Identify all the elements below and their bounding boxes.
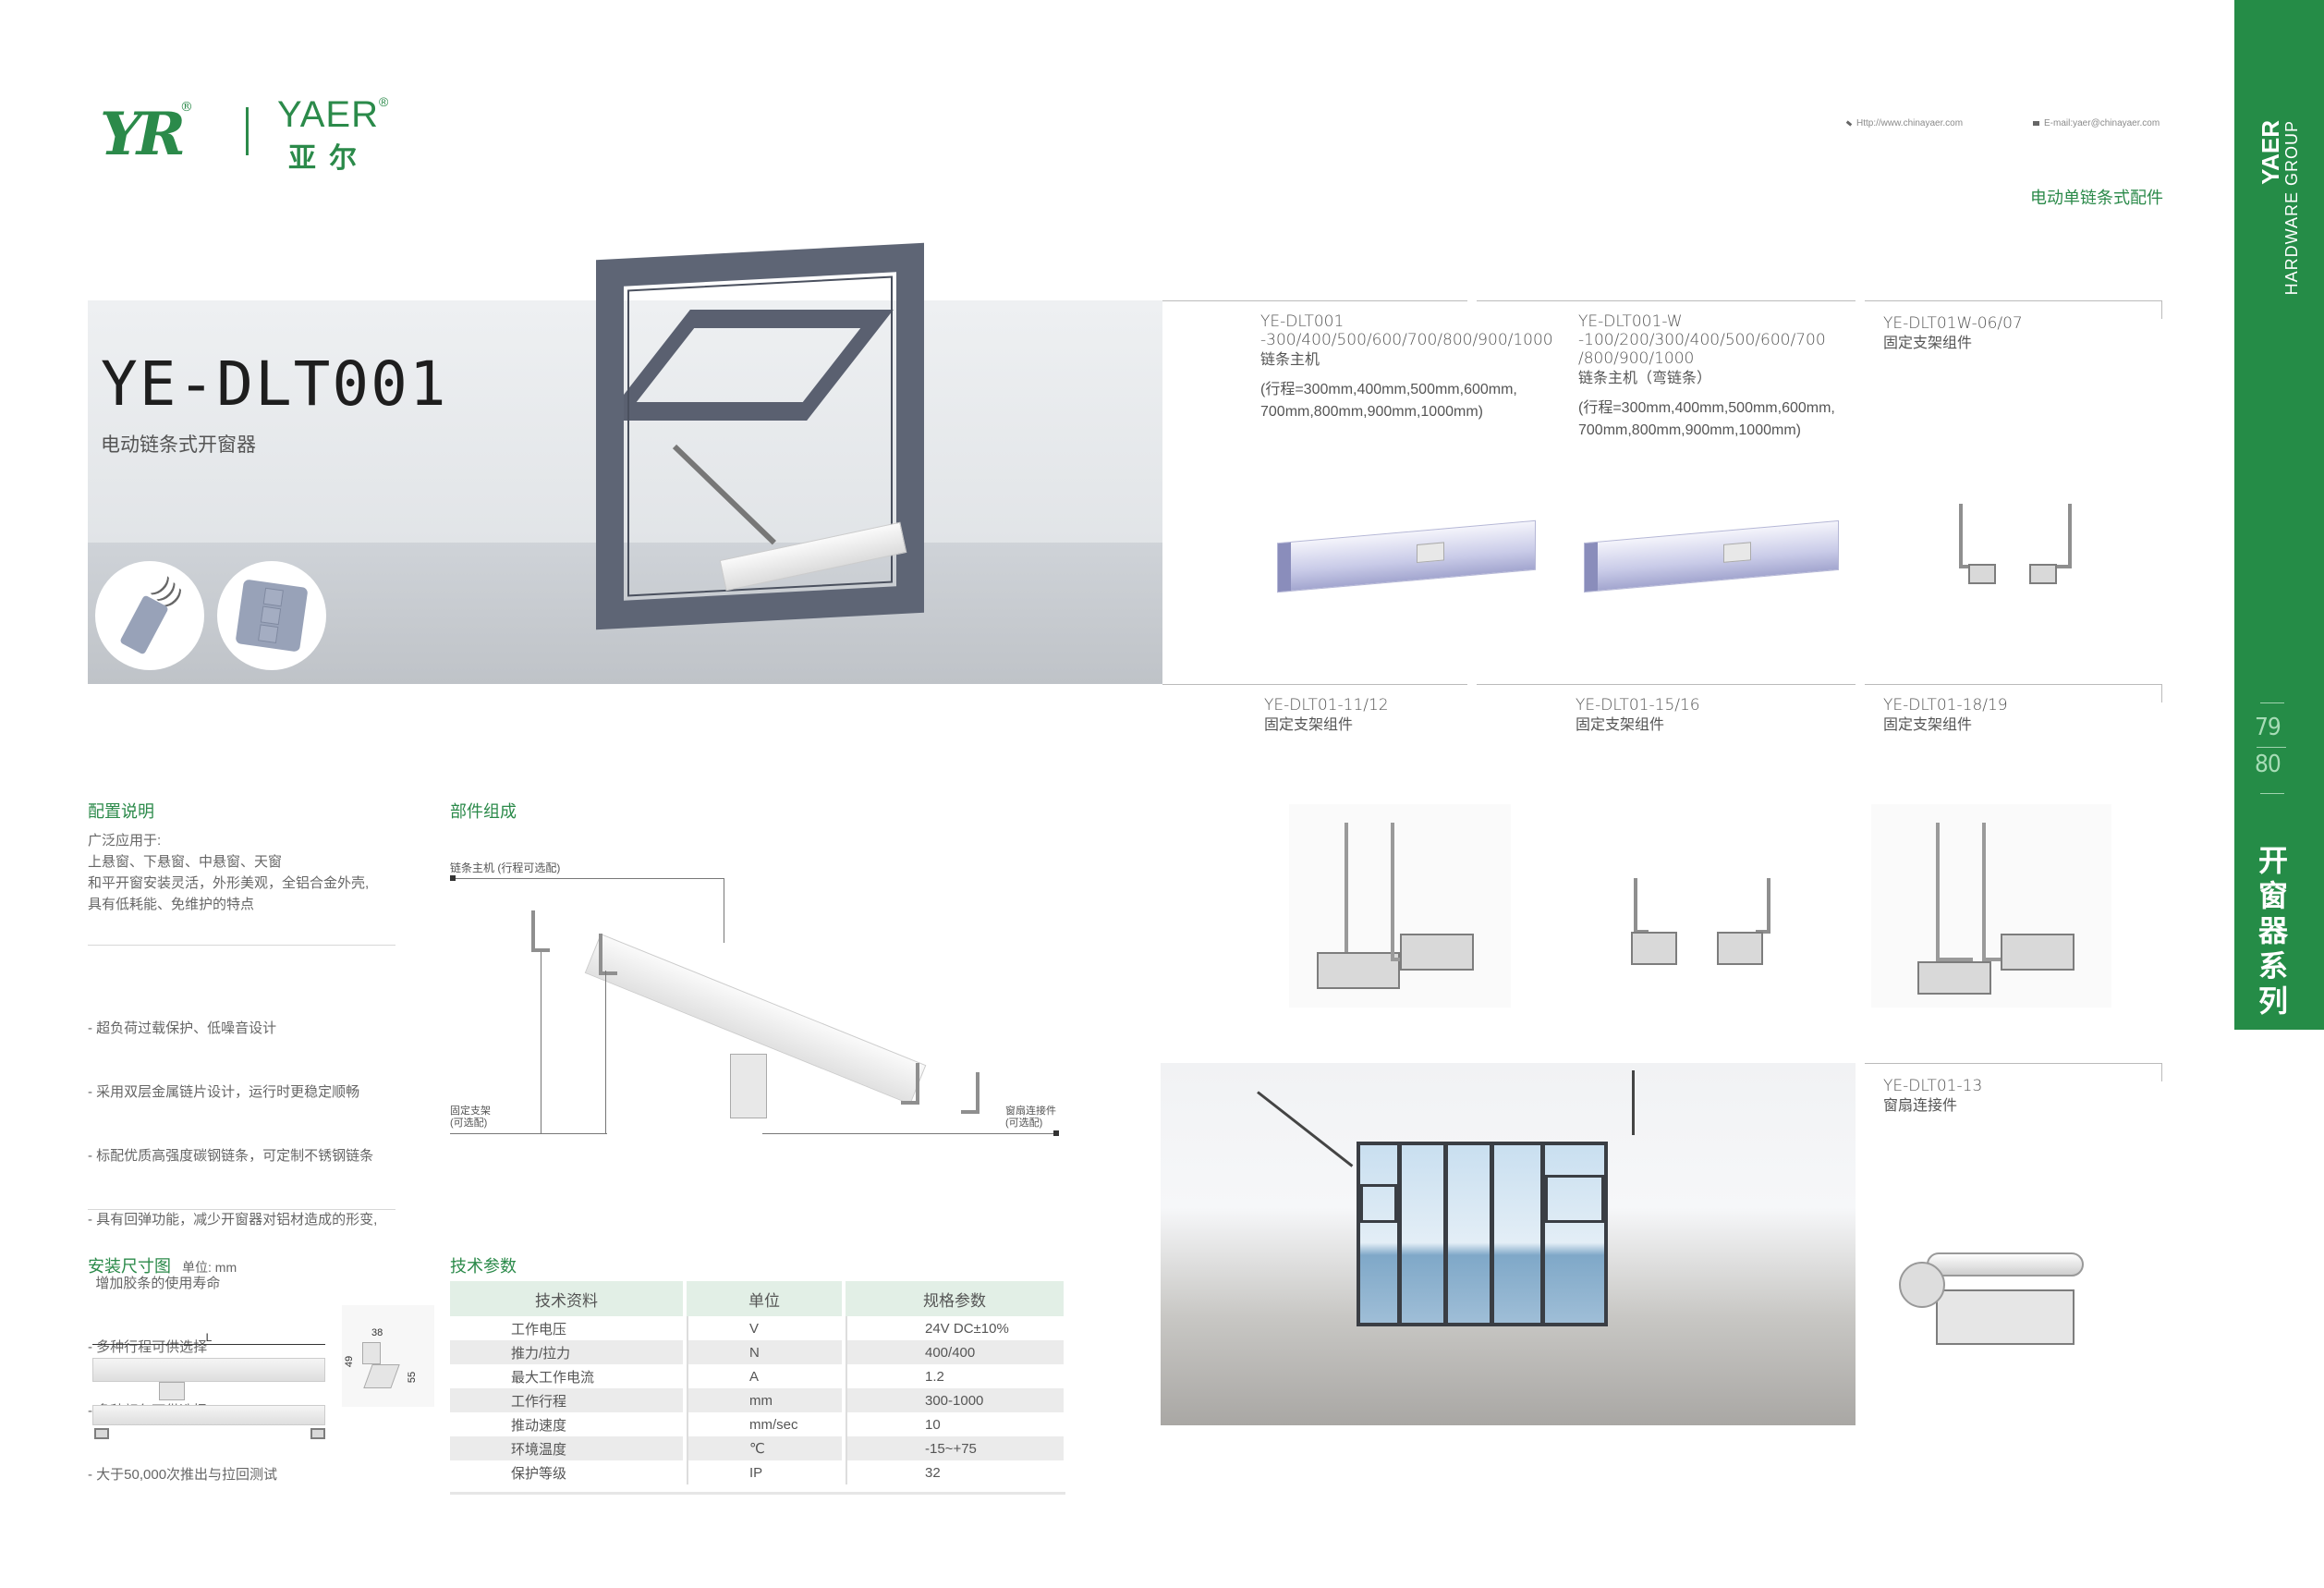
- brand-logo-text: YAER®: [277, 94, 390, 135]
- product-card-ye-dlt01-11-12[interactable]: YE-DLT01-11/12 固定支架组件: [1264, 696, 1389, 733]
- dimension-drawing-side: 38 49 55: [342, 1305, 434, 1407]
- brand-logo-script: YR®: [100, 100, 193, 169]
- product-card-ye-dlt01-13[interactable]: YE-DLT01-13 窗扇连接件: [1883, 1077, 1983, 1114]
- angle-bracket-image: [1289, 804, 1511, 1008]
- specs-title: 技术参数: [450, 1257, 517, 1276]
- dimensions-heading: 安装尺寸图 单位: mm: [88, 1257, 237, 1276]
- product-name: 电动链条式开窗器: [101, 434, 256, 456]
- logo-divider: [246, 107, 249, 155]
- column-header: 规格参数: [846, 1281, 1064, 1316]
- feature-item: - 具有回弹功能，减少开窗器对铝材造成的形变,: [88, 1212, 378, 1228]
- band-divider: [2260, 793, 2284, 794]
- feature-item: - 多种行程可供选择: [88, 1339, 208, 1355]
- series-title: 开窗器系列: [2257, 844, 2288, 1018]
- column-header: 单位: [687, 1281, 842, 1316]
- config-intro: 广泛应用于: 上悬窗、下悬窗、中悬窗、天窗 和平开窗安装灵活，外形美观，全铝合金…: [88, 833, 370, 912]
- column-header: 技术资料: [450, 1281, 683, 1316]
- feature-item: - 采用双层金属链片设计，运行时更稳定顺畅: [88, 1084, 360, 1100]
- room-installation-photo: [1161, 1063, 1856, 1425]
- feature-list: - 超负荷过载保护、低噪音设计 - 采用双层金属链片设计，运行时更稳定顺畅 - …: [88, 975, 402, 1507]
- angle-bracket-image: [1871, 804, 2111, 1008]
- product-card-ye-dlt001[interactable]: YE-DLT001 -300/400/500/600/700/800/900/1…: [1260, 312, 1553, 420]
- feature-item: - 标配优质高强度碳钢链条，可定制不锈钢链条: [88, 1148, 374, 1164]
- wall-switch-icon: [217, 561, 326, 670]
- website-link[interactable]: Http://www.chinayaer.com: [1845, 118, 1963, 128]
- email-link[interactable]: E-mail:yaer@chinayaer.com: [2033, 118, 2160, 128]
- table-row: 环境温度℃-15~+75: [450, 1436, 1064, 1460]
- label-chain-motor: 链条主机 (行程可选配): [450, 861, 561, 874]
- table-header-row: 技术资料 单位 规格参数: [450, 1281, 1064, 1316]
- bracket-image: [1634, 878, 1649, 934]
- side-band: YAER HARDWARE GROUP 79 80 开窗器系列: [2234, 0, 2324, 1030]
- feature-item: 增加胶条的使用寿命: [88, 1276, 221, 1291]
- band-divider: [2260, 702, 2284, 703]
- band-group: HARDWARE GROUP: [2282, 120, 2301, 296]
- page-category: 电动单链条式配件: [2030, 189, 2163, 207]
- band-brand: YAER: [2257, 120, 2284, 185]
- chain-motor-product-image: [1277, 519, 1536, 593]
- bent-chain-motor-product-image: [1584, 519, 1839, 593]
- label-sash-connector: 窗扇连接件(可选配): [1005, 1105, 1056, 1129]
- page-number-left: 79: [2255, 714, 2281, 741]
- sash-connector-image: [1899, 1225, 2111, 1363]
- components-title: 部件组成: [450, 802, 517, 821]
- page-number-right: 80: [2255, 751, 2281, 778]
- band-divider: [2257, 747, 2286, 748]
- product-card-ye-dlt001-w[interactable]: YE-DLT001-W -100/200/300/400/500/600/700…: [1578, 312, 1835, 438]
- dimension-drawing-bottom: [92, 1405, 325, 1425]
- feature-item: - 大于50,000次推出与拉回测试: [88, 1467, 278, 1483]
- connector-diagram: [730, 1054, 767, 1118]
- product-card-ye-dlt01w-06-07[interactable]: YE-DLT01W-06/07 固定支架组件: [1883, 314, 2023, 351]
- feature-item: - 超负荷过载保护、低噪音设计: [88, 1020, 277, 1036]
- remote-control-icon: ))): [95, 561, 204, 670]
- dimension-drawing-top: L: [92, 1331, 325, 1400]
- hero-banner: YE-DLT001 电动链条式开窗器 ))): [88, 300, 1162, 684]
- mail-icon: [2033, 121, 2039, 126]
- product-card-ye-dlt01-18-19[interactable]: YE-DLT01-18/19 固定支架组件: [1883, 696, 2008, 733]
- label-fixed-bracket: 固定支架(可选配): [450, 1105, 491, 1129]
- bracket-image: [1959, 504, 1981, 568]
- globe-icon: [1845, 120, 1853, 127]
- brand-logo-chinese: 亚尔: [288, 143, 370, 174]
- product-model: YE-DLT001: [101, 348, 448, 420]
- config-title: 配置说明: [88, 802, 154, 821]
- product-card-ye-dlt01-15-16[interactable]: YE-DLT01-15/16 固定支架组件: [1576, 696, 1700, 733]
